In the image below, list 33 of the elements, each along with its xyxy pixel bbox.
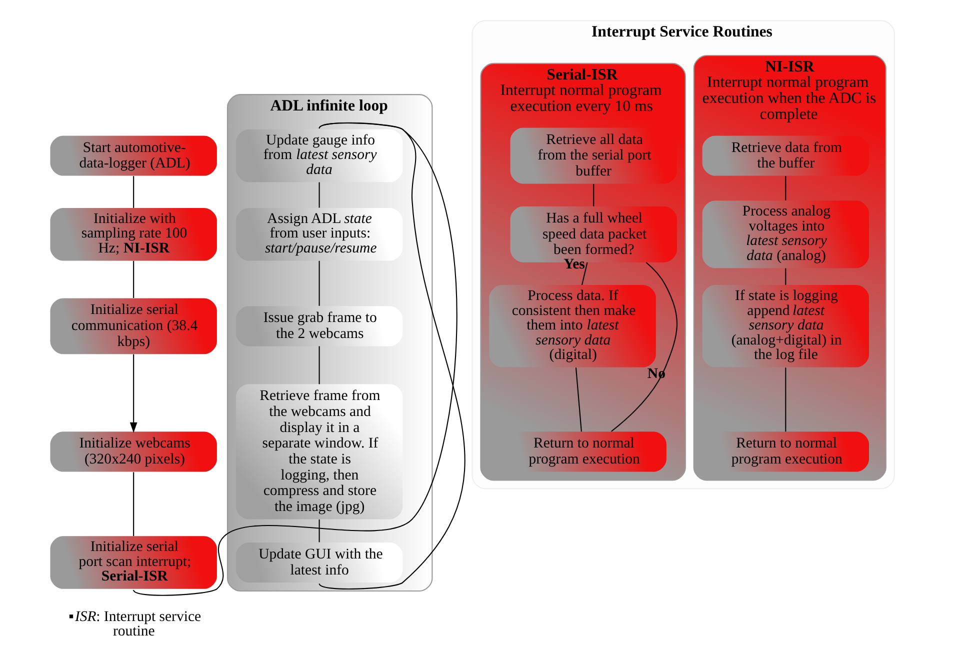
node-box: Update GUI with the latest info [236, 542, 403, 583]
node-box: Process data. If consistent then make them into latest sensory data (digital) [489, 285, 656, 368]
node-box: Retrieve all data from the serial port buffer [510, 128, 677, 184]
node-box: Initialize serial port scan interrupt; Serial-ISR [50, 536, 217, 589]
connector [611, 262, 678, 432]
node-box: Assign ADL state from user inputs: start/pause/resume [236, 208, 403, 261]
connector [785, 368, 786, 432]
connector [133, 260, 134, 298]
connector [785, 176, 786, 200]
arrow [130, 354, 138, 433]
connector [785, 268, 786, 285]
connector [575, 368, 582, 432]
node-box: If state is logging append latest sensory data (analog+digital) in the log file [702, 285, 870, 368]
node-box: Start automotive-data-logger (ADL) [50, 136, 217, 176]
node-box: Issue grab frame to the 2 webcams [236, 306, 403, 346]
connector [133, 176, 134, 208]
label: ▪ISR: Interrupt service routine [68, 608, 202, 640]
connector [318, 346, 320, 384]
node-box: Initialize serial communication (38.4 kbps) [50, 298, 217, 354]
node-box: Process analog voltages into latest sensory data (analog) [702, 200, 870, 268]
connector [133, 122, 458, 596]
connector [593, 184, 594, 206]
connector [581, 262, 588, 286]
node-box: Retrieve data from the buffer [702, 136, 870, 176]
connector [318, 260, 320, 306]
node-box: Retrieve frame from the webcams and display it in a separate window. If the state is logging, then compress and store the image (jpg) [236, 384, 403, 520]
node-box: Initialize with sampling rate 100 Hz; NI-ISR [50, 208, 217, 261]
connector [319, 122, 465, 590]
node-box: Initialize webcams (320x240 pixels) [50, 432, 217, 472]
connector [318, 519, 320, 542]
connector [133, 472, 134, 536]
connector [318, 182, 320, 208]
node-box: Update gauge info from latest sensory data [236, 129, 403, 182]
